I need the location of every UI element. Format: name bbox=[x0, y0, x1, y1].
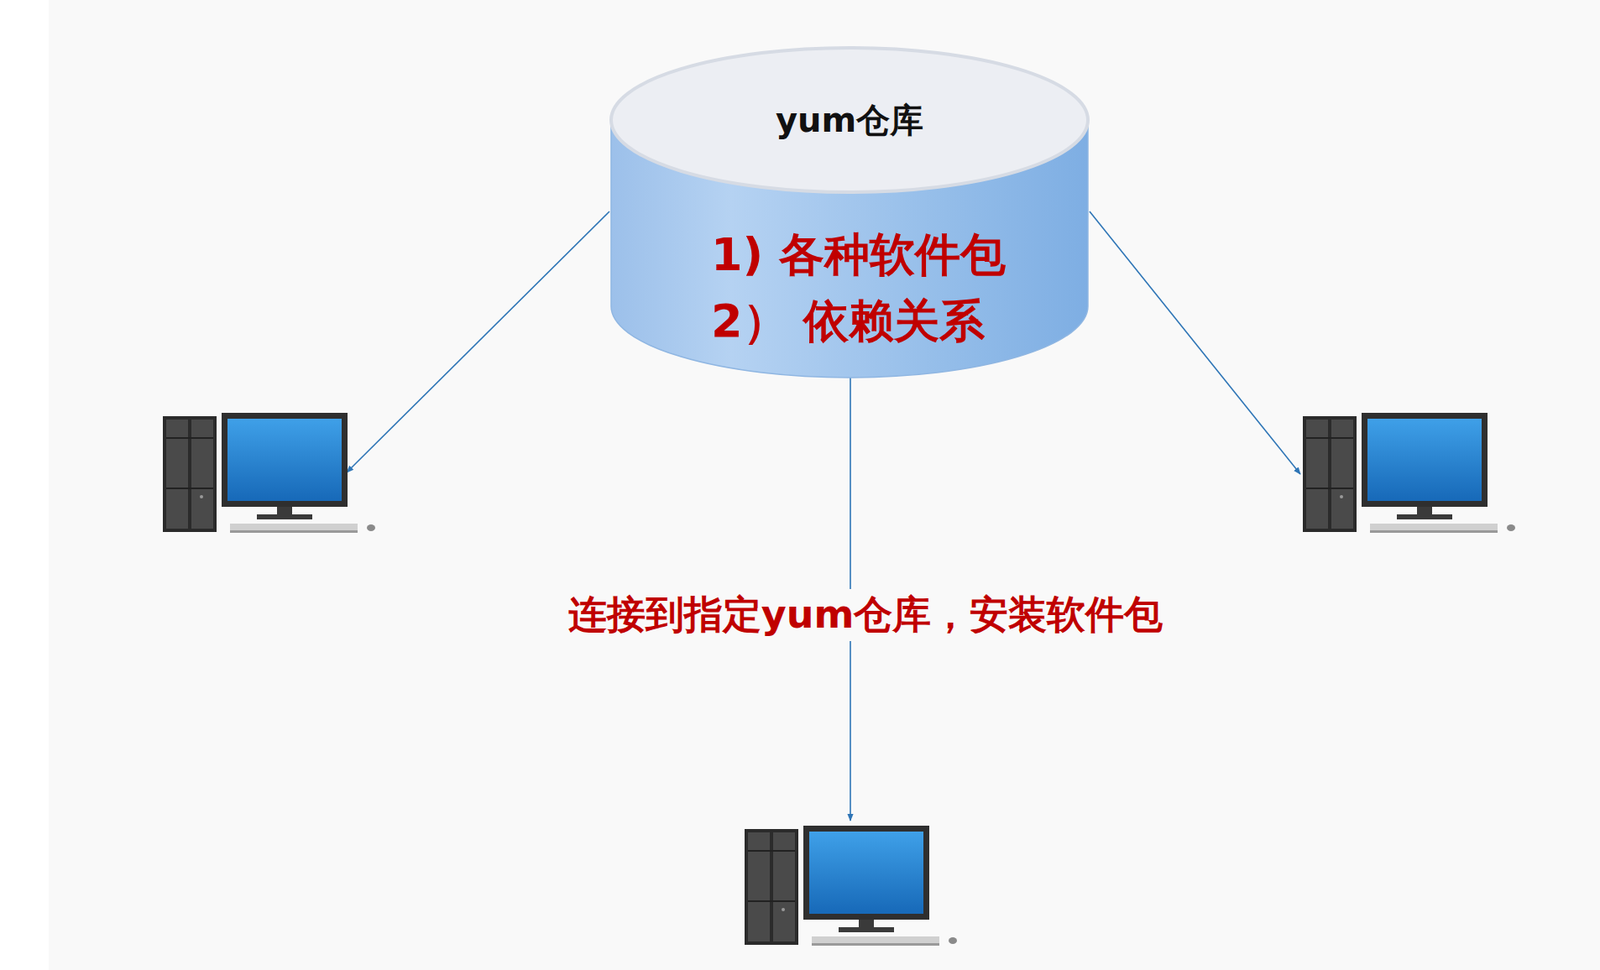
computer-icon bbox=[162, 413, 376, 534]
node-text: 2） 依赖关系 bbox=[711, 291, 985, 353]
repository-cylinder: yum仓库 1) 各种软件包2） 依赖关系 bbox=[609, 46, 1090, 380]
computer-icon bbox=[744, 826, 957, 947]
node-title: yum仓库 bbox=[775, 97, 924, 144]
arrow-line bbox=[346, 211, 610, 473]
node-text: 1) 各种软件包 bbox=[711, 224, 1006, 287]
arrow-line bbox=[1089, 211, 1301, 475]
arrow-label: 连接到指定yum仓库，安装软件包 bbox=[564, 589, 1167, 642]
computer-icon bbox=[1302, 413, 1516, 534]
